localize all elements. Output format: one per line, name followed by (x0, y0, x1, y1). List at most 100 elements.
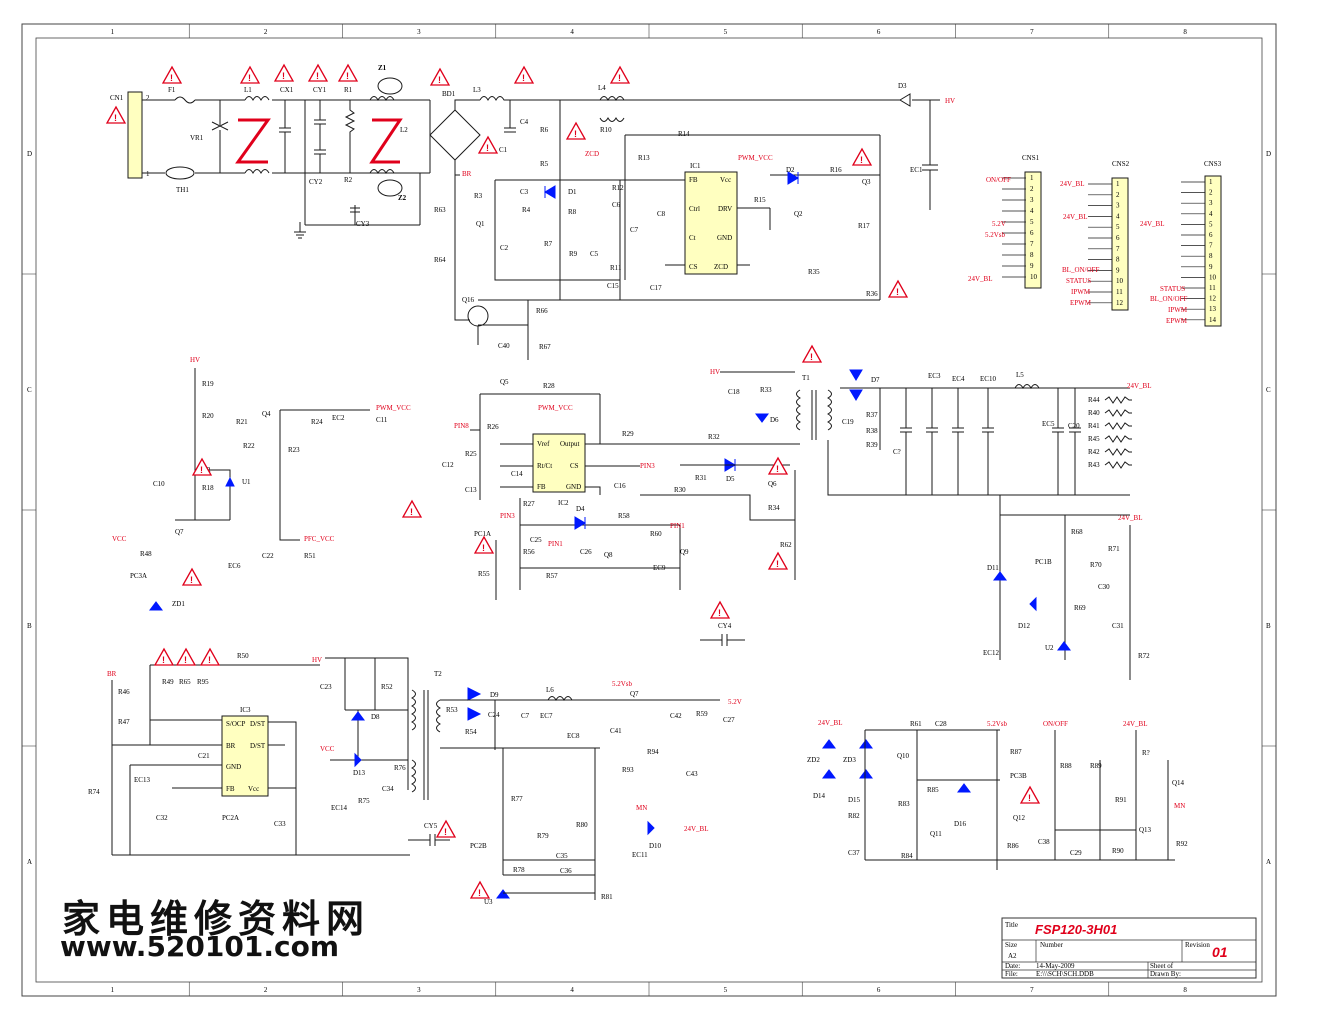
diode-d13 (354, 752, 362, 768)
warning-triangle-shape (175, 647, 197, 666)
connector-pin-number: 8 (1116, 256, 1120, 264)
transistor-q16 (467, 305, 489, 327)
label-u2: U2 (1045, 644, 1054, 652)
label-ic1: IC1 (690, 162, 701, 170)
label-ec2: EC2 (332, 414, 345, 422)
connector-pin-number: 5 (1116, 223, 1120, 231)
label-zd2: ZD2 (807, 756, 820, 764)
diode-d16 (957, 783, 971, 793)
label-c25: C25 (530, 536, 542, 544)
connector-pin-number: 3 (1209, 199, 1213, 207)
warning-triangle-icon: ! (609, 65, 631, 84)
protection-section: 24V_BL ZD2 ZD3 D14 D15 R82 C37 Q10 R61 C… (807, 719, 1188, 870)
zone-column-label: 8 (1183, 986, 1187, 994)
net-label-5v2sb-2: 5.2Vsb (612, 680, 633, 688)
zone-column-label: 7 (1030, 986, 1034, 994)
standby-section: CY4 R50 BR R46 R47 R49 R65 R95 IC3 S/OCP… (88, 622, 745, 856)
label-r62: R62 (780, 541, 792, 549)
net-label-hv-3: HV (710, 368, 720, 376)
warning-mark: ! (718, 608, 721, 618)
pin-fb-3: FB (226, 785, 235, 793)
label-d7: D7 (871, 376, 880, 384)
label-r82: R82 (848, 812, 860, 820)
label-d9: D9 (490, 691, 499, 699)
pin-drv: DRV (718, 205, 732, 213)
label-d4: D4 (576, 505, 585, 513)
label-load-resistor: R44 (1088, 396, 1100, 404)
zone-row-label: A (1266, 858, 1271, 866)
label-c26: C26 (580, 548, 592, 556)
label-ec10: EC10 (980, 375, 996, 383)
pin-vcc-2: Vcc (248, 785, 259, 793)
label-r88: R88 (1060, 762, 1072, 770)
label-u3: U3 (484, 898, 493, 906)
label-c18: C18 (728, 388, 740, 396)
pin-cs-2: CS (570, 462, 579, 470)
t2-primary-wires (325, 657, 409, 790)
label-r80: R80 (576, 821, 588, 829)
net-label-24v-bl-4: 24V_BL (1140, 220, 1165, 228)
pin-cs: CS (689, 263, 698, 271)
label-r58: R58 (618, 512, 630, 520)
net-label-24v-bl-2: 24V_BL (1060, 180, 1085, 188)
label-ec11: EC11 (632, 851, 648, 859)
net-label-mn-2: MN (1174, 802, 1185, 810)
diode-d1 (544, 185, 556, 199)
load-resistor (1104, 435, 1132, 443)
number-label: Number (1040, 941, 1064, 949)
warning-triangle-icon: ! (105, 105, 127, 124)
label-r78: R78 (513, 866, 525, 874)
label-c27: C27 (723, 716, 735, 724)
warning-triangle-icon: ! (473, 535, 495, 554)
warning-mark: ! (860, 155, 863, 165)
diode-d9 (467, 687, 482, 721)
pin-label: 2 (146, 94, 150, 102)
label-r52: R52 (381, 683, 393, 691)
feedback-section: R68 PC1B R70 R71 D11 C30 D12 R69 C31 U2 … (983, 495, 1150, 680)
pin-gnd-3: GND (226, 763, 241, 771)
warning-triangle-shape (477, 135, 499, 154)
label-d6: D6 (770, 416, 779, 424)
label-cns2: CNS2 (1112, 160, 1130, 168)
label-r11: R11 (610, 264, 622, 272)
pin-vcc: Vcc (720, 176, 731, 184)
label-c7: C7 (630, 226, 639, 234)
label-cy2: CY2 (309, 178, 323, 186)
bridge-wires (429, 100, 460, 176)
label-c31: C31 (1112, 622, 1124, 630)
label-r2: R2 (344, 176, 353, 184)
label-r39: R39 (866, 441, 878, 449)
warning-mark: ! (810, 352, 813, 362)
label-c21: C21 (198, 752, 210, 760)
net-label-zcd: ZCD (585, 150, 599, 158)
label-c4: C4 (520, 118, 529, 126)
label-r87: R87 (1010, 748, 1022, 756)
zone-column-label: 6 (877, 986, 881, 994)
label-r61: R61 (910, 720, 922, 728)
sheet-border (21, 23, 1277, 997)
diode-d6 (755, 413, 769, 423)
warning-triangle-shape (153, 647, 175, 666)
label-r14: R14 (678, 130, 690, 138)
warning-triangle-shape (1019, 785, 1041, 804)
warning-triangle-shape (609, 65, 631, 84)
connector-pin-number: 6 (1116, 234, 1120, 242)
label-ec3: EC3 (928, 372, 941, 380)
net-label-status: STATUS (1066, 277, 1091, 285)
label-r1: R1 (344, 86, 353, 94)
label-cy5: CY5 (424, 822, 438, 830)
load-resistor (1104, 396, 1132, 404)
pin-rtct: Rt/Ct (537, 462, 552, 470)
label-r27: R27 (523, 500, 535, 508)
label-ec6: EC6 (228, 562, 241, 570)
connector-cns3 (1204, 175, 1222, 327)
warning-triangle-shape (767, 551, 789, 570)
label-d8: D8 (371, 713, 380, 721)
pin-dst-2: D/ST (250, 742, 266, 750)
label-r26: R26 (487, 423, 499, 431)
label-r37: R37 (866, 411, 878, 419)
label-q11: Q11 (930, 830, 942, 838)
warning-triangle-shape (191, 457, 213, 476)
load-resistor (1104, 422, 1132, 430)
